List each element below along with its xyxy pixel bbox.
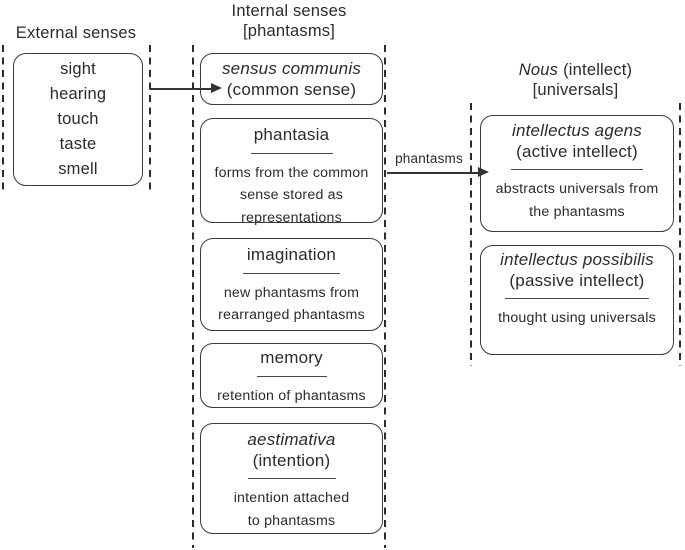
arrow-phantasms-to-intellect: [387, 172, 479, 174]
aestimativa-title-english: (intention): [252, 450, 331, 470]
aestimativa-box: aestimativa (intention) intention attach…: [200, 423, 383, 534]
aestimativa-description-line: to phantasms: [247, 512, 336, 529]
sense-item-hearing: hearing: [49, 85, 107, 103]
intellectus-possibilis-title-underline: [505, 298, 649, 299]
intellectus-agens-title: intellectus agens (active intellect): [481, 121, 673, 162]
intellectus-agens-title-latin: intellectus agens: [511, 121, 643, 140]
nous-header-regular: (intellect): [563, 61, 633, 79]
phantasia-description-line: sense stored as: [239, 187, 344, 203]
sense-item-sight: sight: [60, 60, 96, 78]
aestimativa-title-underline: [247, 478, 336, 479]
phantasia-title-underline: [250, 152, 333, 154]
imagination-description: new phantasms from rearranged phantasms: [201, 282, 382, 327]
dashed-divider-external-right: [149, 45, 151, 192]
sense-item-touch: touch: [57, 110, 99, 128]
intellectus-possibilis-description: thought using universals: [481, 307, 673, 330]
dashed-divider-nous-right: [679, 103, 681, 366]
arrow-external-to-sensus-communis: [150, 88, 212, 90]
intellectus-agens-description-line: the phantasms: [529, 203, 625, 220]
dashed-divider-internal-right: [384, 45, 386, 548]
phantasia-title: phantasia: [253, 125, 330, 144]
intellectus-possibilis-title-latin: intellectus possibilis: [500, 250, 654, 269]
sensus-communis-title: sensus communis (common sense): [201, 59, 382, 100]
memory-title: memory: [260, 348, 323, 367]
imagination-title: imagination: [246, 245, 337, 264]
memory-title-underline: [256, 375, 327, 377]
sensus-communis-title-english: (common sense): [226, 79, 357, 99]
imagination-title-underline: [243, 272, 340, 274]
dashed-divider-nous-left: [470, 103, 472, 366]
intellectus-possibilis-title-english: (passive intellect): [509, 270, 645, 290]
nous-header: Nous(intellect) [universals]: [473, 60, 678, 100]
arrowhead-phantasms-to-intellect: [478, 167, 489, 177]
memory-description-line: retention of phantasms: [217, 387, 366, 404]
phantasia-description-line: forms from the common: [214, 164, 369, 181]
intellectus-possibilis-description-line: thought using universals: [498, 310, 656, 326]
dashed-divider-internal-left: [192, 45, 194, 548]
imagination-description-line: new phantasms from: [223, 284, 360, 301]
aestimativa-title-latin: aestimativa: [247, 430, 336, 449]
aestimativa-title: aestimativa (intention): [201, 430, 382, 471]
nous-header-italic: Nous: [518, 61, 559, 79]
aestimativa-description: intention attached to phantasms: [201, 487, 382, 532]
intellectus-agens-title-underline: [511, 169, 643, 170]
intellectus-possibilis-title: intellectus possibilis (passive intellec…: [481, 250, 673, 291]
internal-senses-header: Internal senses [phantasms]: [193, 1, 385, 41]
imagination-description-line: rearranged phantasms: [218, 307, 365, 323]
intellectus-possibilis-box: intellectus possibilis (passive intellec…: [480, 245, 674, 355]
sensus-communis-box: sensus communis (common sense): [200, 53, 383, 105]
intellectus-agens-description: abstracts universals from the phantasms: [481, 178, 673, 223]
memory-description: retention of phantasms: [201, 385, 382, 408]
sense-item-smell: smell: [58, 160, 98, 178]
intellectus-agens-box: intellectus agens (active intellect) abs…: [480, 115, 674, 232]
intellectus-agens-description-line: abstracts universals from: [495, 181, 659, 197]
sense-item-taste: taste: [59, 135, 97, 153]
imagination-box: imagination new phantasms from rearrange…: [200, 238, 383, 331]
memory-box: memory retention of phantasms: [200, 343, 383, 408]
nous-header-line2: [universals]: [532, 81, 619, 99]
internal-senses-header-line2: [phantasms]: [242, 22, 336, 40]
external-senses-header: External senses: [15, 24, 137, 42]
intellectus-agens-title-english: (active intellect): [516, 141, 638, 161]
dashed-divider-external-left: [2, 45, 4, 192]
external-senses-box: sight hearing touch taste smell: [13, 53, 143, 186]
phantasia-description-line: representations: [241, 209, 342, 226]
sensus-communis-title-latin: sensus communis: [221, 59, 362, 78]
aestimativa-description-line: intention attached: [233, 490, 350, 506]
internal-senses-header-line1: Internal senses: [231, 2, 347, 20]
arrowhead-external-to-sensus-communis: [211, 83, 222, 93]
phantasia-box: phantasia forms from the common sense st…: [200, 118, 383, 226]
phantasia-description: forms from the common sense stored as re…: [201, 162, 382, 230]
nous-header-line1: Nous(intellect): [473, 60, 678, 80]
phantasms-arrow-label: phantasms: [395, 151, 463, 166]
